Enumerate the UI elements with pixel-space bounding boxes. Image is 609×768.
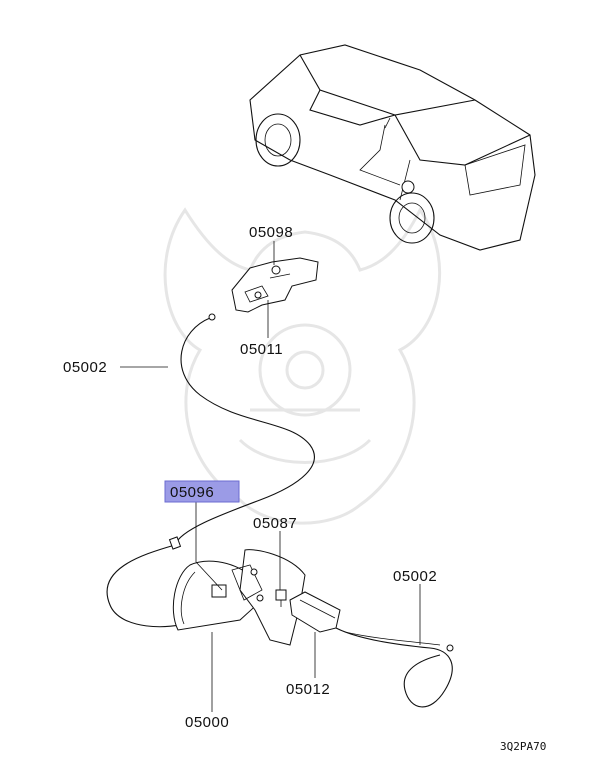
callout-05098[interactable]: 05098 (249, 224, 293, 241)
leader-lines (120, 241, 421, 712)
watermark-crest (163, 207, 442, 525)
callout-05002-cable[interactable]: 05002 (63, 359, 107, 376)
callout-05000[interactable]: 05000 (185, 714, 229, 731)
callout-05096[interactable]: 05096 (170, 484, 214, 501)
wiring-harness (335, 627, 453, 708)
actuator (289, 591, 341, 633)
diagram-code: 3Q2PA70 (500, 740, 546, 753)
callout-05087[interactable]: 05087 (253, 515, 297, 532)
callout-05002-harness[interactable]: 05002 (393, 568, 437, 585)
release-cable-upper (174, 317, 315, 546)
bolt (275, 589, 287, 607)
callout-05012[interactable]: 05012 (286, 681, 330, 698)
callout-05011[interactable]: 05011 (240, 341, 283, 358)
fuel-lid-housing (211, 549, 306, 646)
vehicle-illustration (249, 44, 536, 251)
lever-bracket-assembly (231, 257, 319, 313)
highlight-box (164, 480, 240, 503)
release-cable-lower (106, 544, 191, 628)
